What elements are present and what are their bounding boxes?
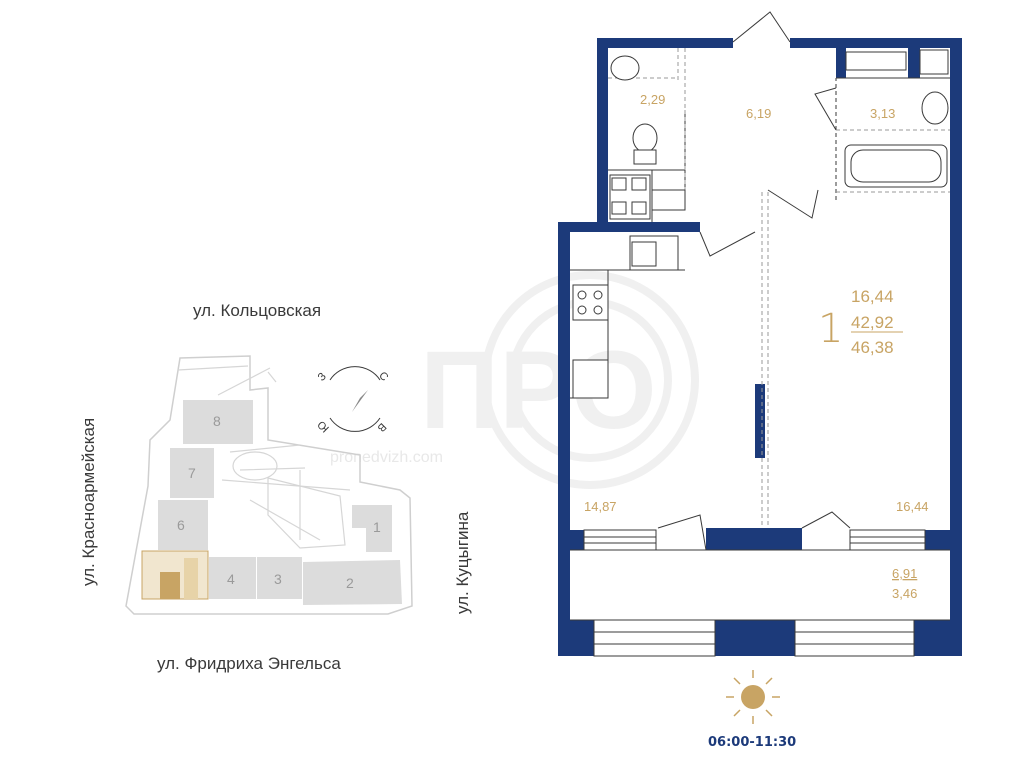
site-plan: 8 7 6 4 3 2 1 <box>125 355 413 615</box>
compass-arc-bottom <box>329 417 381 432</box>
compass-west: З <box>316 370 329 383</box>
sun-icon <box>726 670 780 724</box>
shower-unit <box>919 49 949 75</box>
compass-south: Ю <box>315 418 331 434</box>
building-3 <box>257 557 302 599</box>
building-2-label: 2 <box>346 575 354 591</box>
building-1-label: 1 <box>373 519 381 535</box>
watermark-site: pronedvizh.com <box>330 449 443 466</box>
street-west: ул. Красноармейская <box>79 418 98 586</box>
compass-needle <box>348 390 368 410</box>
building-1 <box>352 505 392 552</box>
building-8-label: 8 <box>213 413 221 429</box>
windows <box>583 529 926 657</box>
wall-block-right <box>925 530 950 550</box>
outer-walls <box>558 38 962 656</box>
sink-wc <box>610 55 640 81</box>
balcony-reduced: 3,46 <box>892 586 917 601</box>
doors <box>657 11 851 551</box>
fixtures <box>572 49 949 399</box>
compass: З С Ю В <box>315 366 390 434</box>
building-6-label: 6 <box>177 517 185 533</box>
wall-block-left <box>570 530 584 550</box>
apartment-summary: 1 16,44 42,92 46,38 <box>818 287 903 357</box>
building-7 <box>170 448 214 498</box>
building-2 <box>303 560 402 605</box>
rooms-count: 1 <box>818 306 843 352</box>
site-outline <box>125 355 413 615</box>
room-bathroom-wc: 2,29 <box>640 92 665 107</box>
wall-block-mid <box>706 528 802 550</box>
column <box>755 384 765 458</box>
wall-small-top2 <box>908 48 920 78</box>
dashed-lines <box>608 48 950 528</box>
room-living: 16,44 <box>896 499 929 514</box>
balcony-area: 6,91 <box>892 566 917 581</box>
courtyard-shape <box>267 477 346 549</box>
watermark-logo: ПРО <box>420 329 657 452</box>
street-south: ул. Фридриха Энгельса <box>157 654 341 673</box>
street-east: ул. Куцыгина <box>453 511 472 614</box>
sun-hours: 06:00-11:30 <box>708 735 796 750</box>
building-6 <box>158 500 208 550</box>
courtyard-circle <box>232 451 278 481</box>
counter-top <box>845 51 907 71</box>
sink-bath <box>921 91 949 125</box>
room-hallway: 6,19 <box>746 106 771 121</box>
building-8 <box>183 400 253 444</box>
compass-arc-top <box>329 366 381 381</box>
room-kitchen: 14,87 <box>584 499 617 514</box>
fridge <box>572 359 609 399</box>
heater <box>651 189 686 211</box>
stove <box>572 284 609 321</box>
compass-needle-dark <box>352 390 368 412</box>
building-7-label: 7 <box>188 465 196 481</box>
compass-north: С <box>376 370 390 384</box>
total-with-balcony: 46,38 <box>851 338 894 357</box>
living-area: 16,44 <box>851 287 894 306</box>
room-bathroom: 3,13 <box>870 106 895 121</box>
wall-small-top <box>836 48 846 78</box>
building-4-label: 4 <box>227 571 235 587</box>
total-area: 42,92 <box>851 313 894 332</box>
building-4 <box>209 557 256 599</box>
current-section <box>141 550 209 600</box>
courtyard-paths <box>177 365 351 541</box>
toilet <box>632 123 658 153</box>
building-3-label: 3 <box>274 571 282 587</box>
street-north: ул. Кольцовская <box>193 301 321 320</box>
floor-plan: 2,29 6,19 3,13 14,87 16,44 6,91 3,46 1 1… <box>558 11 962 657</box>
